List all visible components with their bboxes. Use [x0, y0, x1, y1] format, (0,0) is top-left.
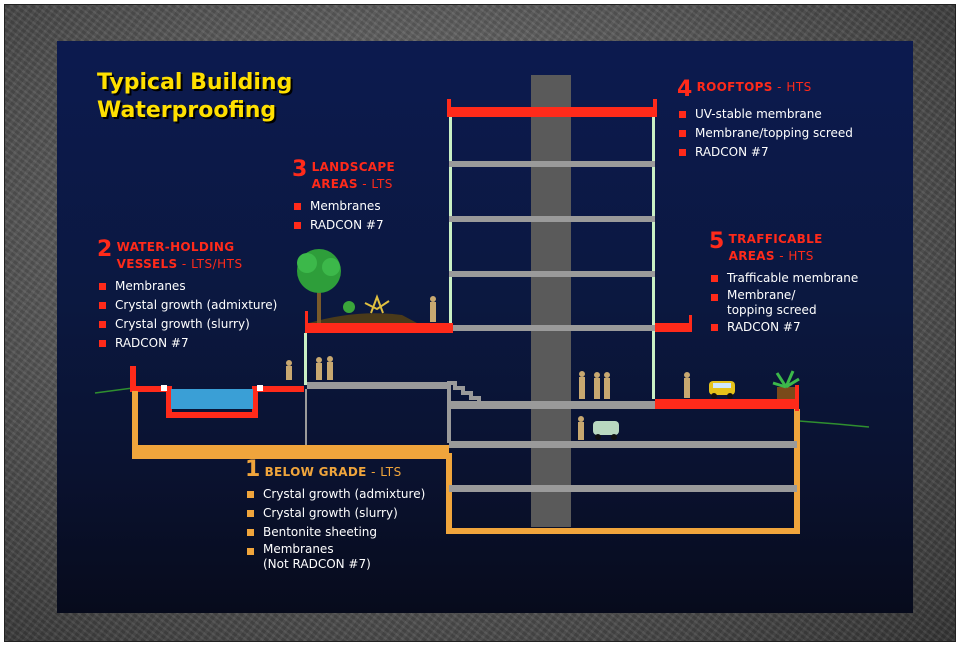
rooftop-membrane — [449, 107, 655, 115]
list-item-line: topping screed — [727, 303, 817, 317]
callout-list: Trafficable membrane Membrane/ topping s… — [709, 269, 858, 337]
person-icon — [578, 416, 584, 440]
callout-number: 3 — [292, 157, 308, 182]
callout-title: WATER-HOLDING — [116, 240, 235, 254]
balcony-membrane — [655, 323, 691, 332]
person-icon — [579, 371, 585, 399]
landscape-deck-membrane — [305, 323, 453, 333]
list-item: Crystal growth (admixture) — [245, 485, 425, 504]
callout-code: LTS/HTS — [191, 257, 243, 271]
floor-slab — [449, 161, 655, 167]
shrub — [343, 301, 355, 313]
callout-trafficable-areas: 5 TRAFFICABLE AREAS - HTS Trafficable me… — [709, 231, 858, 337]
callout-code: HTS — [788, 249, 814, 263]
callout-water-holding-vessels: 2 WATER-HOLDING VESSELS - LTS/HTS Membra… — [97, 239, 277, 353]
callout-heading: 2 WATER-HOLDING VESSELS - LTS/HTS — [97, 237, 243, 272]
list-item: Crystal growth (slurry) — [245, 504, 425, 523]
people-silhouettes — [286, 296, 690, 440]
callout-code: LTS — [371, 177, 393, 191]
callout-number: 1 — [245, 457, 261, 482]
vessel-membrane — [130, 366, 304, 418]
callout-title: AREAS — [728, 249, 775, 263]
callout-list: Membranes RADCON #7 — [292, 197, 395, 235]
below-grade-membrane — [132, 391, 800, 534]
floor-slab — [449, 325, 655, 331]
callout-heading: 3 LANDSCAPE AREAS - LTS — [292, 157, 395, 192]
list-item: Crystal growth (admixture) — [97, 296, 277, 315]
list-item: Crystal growth (slurry) — [97, 315, 277, 334]
callout-number: 4 — [677, 77, 693, 102]
tree-trunk — [317, 281, 321, 323]
list-item: RADCON #7 — [709, 318, 858, 337]
list-item: Membranes (Not RADCON #7) — [245, 542, 425, 572]
list-item-line: Membrane/ — [727, 288, 796, 302]
callout-heading: 1 BELOW GRADE - LTS — [245, 457, 402, 482]
diagram-panel: Typical Building Waterproofing 2 WATER-H… — [57, 41, 913, 613]
callout-code: HTS — [786, 80, 812, 94]
planter-plant — [772, 370, 800, 389]
building-section-diagram — [94, 75, 870, 534]
list-item: Membranes — [97, 277, 277, 296]
callout-title: BELOW GRADE — [264, 465, 367, 479]
tower-column-right — [652, 109, 655, 399]
floor-slab — [449, 271, 655, 277]
ground-line-left — [94, 387, 134, 394]
person-icon — [327, 356, 333, 380]
person-icon — [594, 372, 600, 399]
diagram-title: Typical Building Waterproofing — [97, 70, 293, 123]
person-icon — [604, 372, 610, 399]
callout-heading: 5 TRAFFICABLE AREAS - HTS — [709, 229, 823, 264]
callout-list: UV-stable membrane Membrane/topping scre… — [677, 105, 853, 162]
pool-water — [171, 389, 253, 409]
callout-title: LANDSCAPE — [311, 160, 395, 174]
basement-car-icon — [593, 421, 619, 435]
person-icon — [684, 372, 690, 398]
list-item: Membrane/topping screed — [677, 124, 853, 143]
list-item: UV-stable membrane — [677, 105, 853, 124]
callout-below-grade: 1 BELOW GRADE - LTS Crystal growth (admi… — [245, 459, 425, 572]
stairs — [447, 381, 487, 405]
trafficable-membrane — [655, 399, 797, 409]
list-item: Trafficable membrane — [709, 269, 858, 288]
building-core — [531, 75, 571, 527]
list-item: Membranes — [292, 197, 395, 216]
callout-title: AREAS — [311, 177, 358, 191]
ground-slab — [307, 382, 447, 389]
podium-column — [304, 333, 307, 385]
callout-heading: 4 ROOFTOPS - HTS — [677, 77, 812, 102]
planter-soil — [309, 313, 417, 323]
ground-line-right — [798, 420, 870, 428]
person-icon — [430, 296, 436, 322]
ground-slab — [449, 401, 655, 409]
planter-box — [777, 387, 795, 399]
callout-landscape-areas: 3 LANDSCAPE AREAS - LTS Membranes RADCON… — [292, 159, 395, 235]
callout-number: 2 — [97, 237, 113, 262]
list-item: RADCON #7 — [292, 216, 395, 235]
callout-list: Crystal growth (admixture) Crystal growt… — [245, 485, 425, 572]
callout-title: ROOFTOPS — [696, 80, 773, 94]
stone-frame: Typical Building Waterproofing 2 WATER-H… — [4, 4, 956, 642]
landscape-deck-edge — [305, 311, 308, 325]
list-item: Membrane/ topping screed — [709, 288, 858, 318]
list-item: RADCON #7 — [97, 334, 277, 353]
callout-title: VESSELS — [116, 257, 178, 271]
person-icon — [286, 360, 292, 380]
list-item: Bentonite sheeting — [245, 523, 425, 542]
below-grade-slab — [137, 445, 449, 453]
callout-title: TRAFFICABLE — [728, 232, 823, 246]
callout-code: LTS — [380, 465, 402, 479]
list-item-line: (Not RADCON #7) — [263, 557, 371, 571]
callout-number: 5 — [709, 229, 725, 254]
callout-list: Membranes Crystal growth (admixture) Cry… — [97, 277, 277, 353]
callout-rooftops: 4 ROOFTOPS - HTS UV-stable membrane Memb… — [677, 79, 853, 162]
palm-plant — [364, 294, 390, 314]
basement-slab — [449, 485, 797, 492]
floor-slab — [449, 216, 655, 222]
person-icon — [316, 357, 322, 380]
list-item: RADCON #7 — [677, 143, 853, 162]
basement-slab — [449, 441, 797, 448]
list-item-line: Membranes — [263, 542, 334, 556]
